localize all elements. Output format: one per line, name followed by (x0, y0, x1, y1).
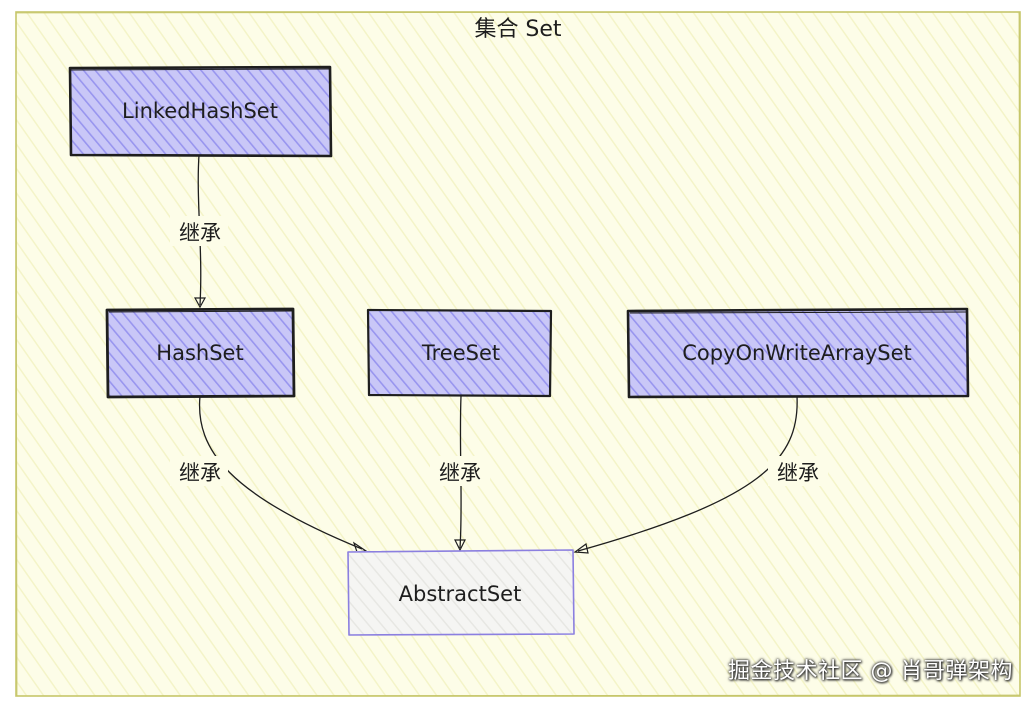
node-hashset[interactable]: HashSet (105, 307, 296, 399)
node-label-hashset: HashSet (156, 341, 243, 365)
node-linkedhashset[interactable]: LinkedHashSet (68, 65, 333, 158)
node-treeset[interactable]: TreeSet (366, 308, 553, 398)
group-title: 集合 Set (474, 17, 561, 42)
node-label-linkedhashset: LinkedHashSet (122, 99, 278, 123)
edge-label-inherit-4: 继承 (777, 461, 819, 485)
watermark-text: 掘金技术社区 @ 肖哥弹架构 (728, 659, 1013, 684)
edge-label-inherit-3: 继承 (439, 461, 481, 485)
node-copyonwritearrayset[interactable]: CopyOnWriteArraySet (626, 307, 970, 399)
node-label-abstractset: AbstractSet (399, 582, 522, 606)
edge-treeset-abstractset: 继承 (430, 395, 490, 552)
node-abstractset[interactable]: AbstractSet (347, 549, 575, 636)
edge-copyonwritearrayset-abstractset: 继承 (573, 395, 828, 554)
edge-hashset-abstractset: 继承 (170, 395, 368, 553)
edge-linkedhashset-hashset: 继承 (170, 154, 228, 309)
edge-label-inherit-2: 继承 (179, 461, 221, 485)
edge-label-inherit-1: 继承 (179, 221, 221, 245)
node-label-copyonwritearrayset: CopyOnWriteArraySet (682, 341, 912, 365)
node-label-treeset: TreeSet (421, 341, 500, 365)
